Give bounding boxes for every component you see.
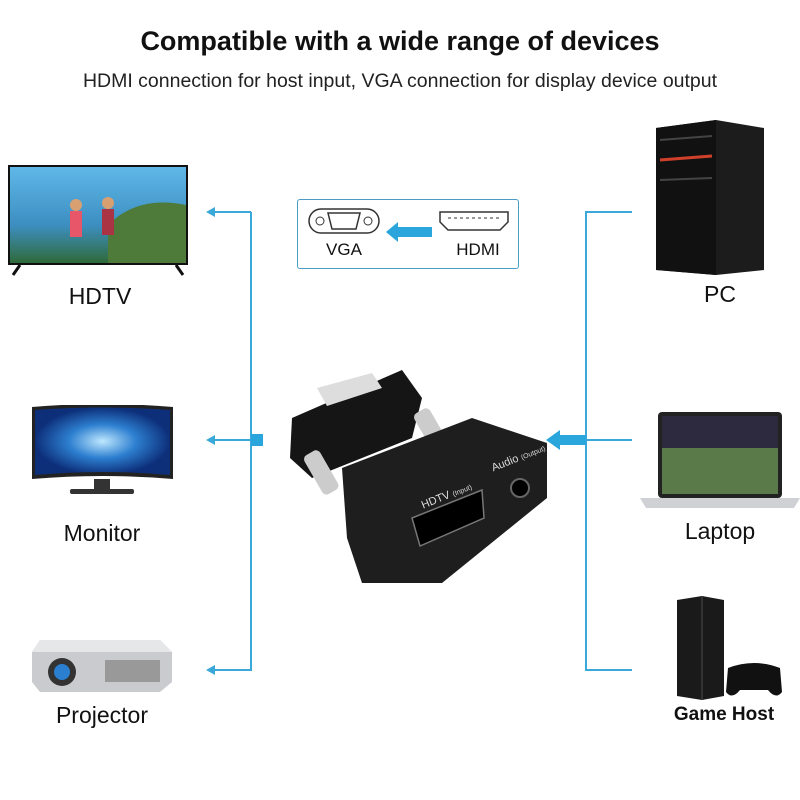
projector-label: Projector [55, 702, 149, 728]
hdtv-label: HDTV [68, 283, 132, 309]
hdmi-to-vga-adapter: VGA (Output) HDTV (Input) Audio (Output) [272, 368, 552, 588]
vga-port-icon [308, 208, 380, 234]
input-bus-line [585, 212, 587, 671]
hdmi-label: HDMI [456, 240, 500, 259]
laptop-icon [640, 412, 800, 508]
page-subtitle: HDMI connection for host input, VGA conn… [82, 70, 718, 92]
game-console-icon [677, 596, 782, 700]
monitor-label: Monitor [63, 520, 141, 546]
page-title: Compatible with a wide range of devices [140, 26, 660, 56]
arrow-left-icon [206, 665, 215, 675]
hdmi-port-icon [439, 211, 509, 231]
arrow-left-icon [560, 435, 586, 445]
projector-icon [32, 640, 172, 692]
arrow-left-icon [396, 227, 432, 237]
tv-icon [8, 165, 188, 276]
game-host-label: Game Host [673, 704, 775, 725]
connection-legend: VGA HDMI [297, 199, 519, 269]
monitor-icon [32, 405, 173, 494]
laptop-label: Laptop [684, 518, 756, 544]
vga-label: VGA [326, 240, 362, 259]
pc-label: PC [704, 281, 736, 307]
pc-tower-icon [656, 120, 764, 275]
arrow-left-icon [206, 435, 215, 445]
arrow-left-icon [206, 207, 215, 217]
